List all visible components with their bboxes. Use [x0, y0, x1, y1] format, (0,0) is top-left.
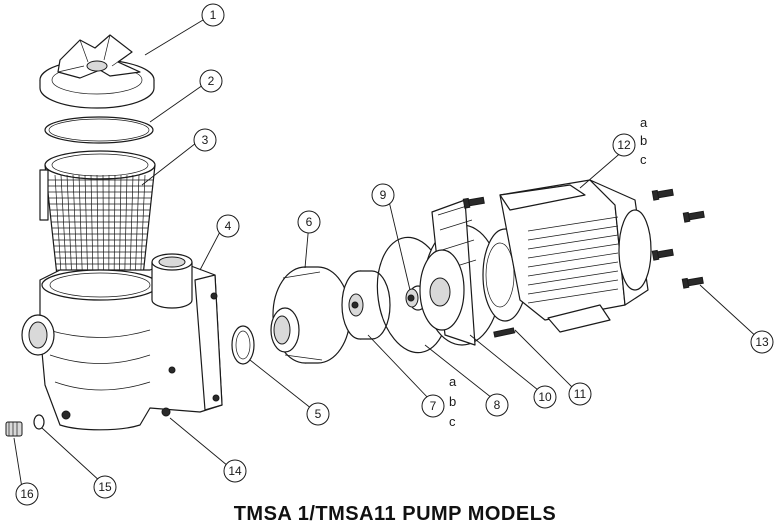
svg-text:8: 8: [494, 398, 501, 412]
svg-text:6: 6: [306, 215, 313, 229]
svg-text:c: c: [449, 414, 456, 429]
svg-text:15: 15: [98, 480, 112, 494]
diagram-caption: TMSA 1/TMSA11 PUMP MODELS: [230, 503, 560, 526]
callout-12: 12: [613, 134, 635, 156]
svg-text:a: a: [449, 374, 457, 389]
part-lid-oring: [45, 117, 153, 143]
callout-10: 10: [534, 386, 556, 408]
part-plug-washer: [34, 415, 44, 429]
callout-16: 16: [16, 483, 38, 505]
svg-text:12: 12: [617, 138, 631, 152]
svg-text:14: 14: [228, 464, 242, 478]
svg-text:a: a: [640, 115, 648, 130]
svg-text:16: 16: [20, 487, 34, 501]
callout-14: 14: [224, 460, 246, 482]
callout-9: 9: [372, 184, 394, 206]
callout-6: 6: [298, 211, 320, 233]
callout-1: 1: [202, 4, 224, 26]
callout-13: 13: [751, 331, 773, 353]
svg-text:13: 13: [755, 335, 769, 349]
callout-8: 8: [486, 394, 508, 416]
svg-text:b: b: [640, 133, 647, 148]
svg-text:3: 3: [202, 133, 209, 147]
part-impeller: [342, 271, 390, 339]
svg-text:9: 9: [380, 188, 387, 202]
svg-text:c: c: [640, 152, 647, 167]
svg-text:2: 2: [208, 74, 215, 88]
svg-text:b: b: [449, 394, 456, 409]
part-housing-oring: [232, 326, 254, 364]
svg-text:7: 7: [430, 399, 437, 413]
variants-12: a b c: [640, 115, 648, 167]
part-motor: [500, 180, 651, 332]
variants-7: a b c: [449, 374, 457, 429]
callout-7: 7: [422, 395, 444, 417]
svg-text:1: 1: [210, 8, 217, 22]
part-drain-plug: [6, 422, 22, 436]
callout-5: 5: [307, 403, 329, 425]
svg-text:10: 10: [538, 390, 552, 404]
part-diffuser: [271, 267, 350, 363]
svg-text:4: 4: [225, 219, 232, 233]
callout-4: 4: [217, 215, 239, 237]
svg-text:11: 11: [574, 387, 587, 401]
callout-11: 11: [569, 383, 591, 405]
svg-text:5: 5: [315, 407, 322, 421]
part-pump-housing: [22, 254, 222, 430]
callout-15: 15: [94, 476, 116, 498]
callout-2: 2: [200, 70, 222, 92]
part-lid: [40, 35, 154, 108]
callout-3: 3: [194, 129, 216, 151]
